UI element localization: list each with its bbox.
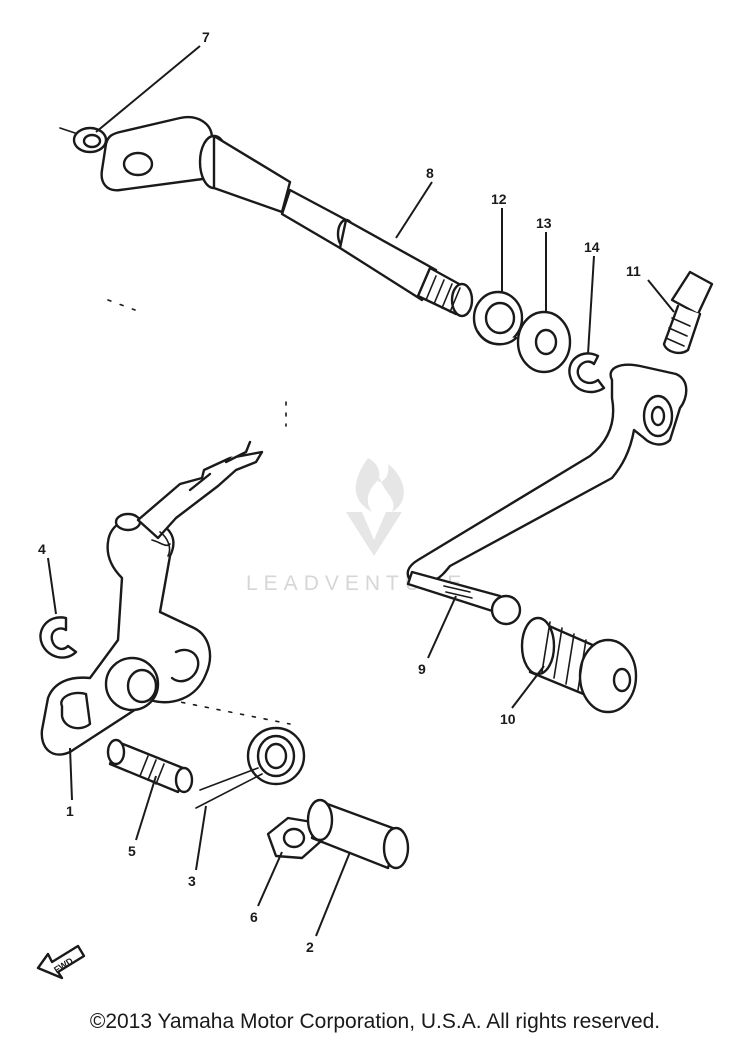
leader-6 <box>257 851 283 907</box>
part-shift-arm <box>40 512 212 756</box>
leader-11 <box>647 279 675 313</box>
part-shift-fork-arm <box>136 440 264 557</box>
part-bolt <box>662 270 714 355</box>
part-shaft-bolt <box>106 738 194 794</box>
part-pin-2 <box>306 798 410 870</box>
leader-2 <box>315 851 351 937</box>
part-oil-seal <box>472 290 524 346</box>
leader-5 <box>135 775 157 841</box>
leader-3 <box>195 805 207 871</box>
callout-11: 11 <box>626 263 641 279</box>
leader-9 <box>427 595 457 659</box>
callout-5: 5 <box>128 843 136 859</box>
leader-7 <box>95 45 201 133</box>
leader-1 <box>69 747 73 801</box>
part-circlip-lower <box>39 616 78 659</box>
part-return-spring <box>195 726 306 809</box>
callout-4: 4 <box>38 541 46 557</box>
part-collar <box>72 126 108 154</box>
part-washer <box>516 310 572 374</box>
part-shift-pedal <box>406 363 688 626</box>
leader-14 <box>587 255 595 355</box>
callout-2: 2 <box>306 939 314 955</box>
watermark-text: LEADVENTURE <box>246 572 467 595</box>
exploded-parts-diagram: LEADVENTURE <box>36 29 714 980</box>
callout-6: 6 <box>250 909 258 925</box>
copyright-notice: ©2013 Yamaha Motor Corporation, U.S.A. A… <box>89 1010 661 1033</box>
callout-9: 9 <box>418 661 426 677</box>
part-circlip-upper <box>568 352 606 394</box>
callout-8: 8 <box>426 165 434 181</box>
leader-10 <box>511 665 545 709</box>
part-nut <box>266 816 322 860</box>
watermark: LEADVENTURE <box>246 458 467 595</box>
leader-8 <box>395 181 433 239</box>
callout-1: 1 <box>66 803 74 819</box>
callout-10: 10 <box>500 711 516 727</box>
part-pin-9 <box>443 585 473 599</box>
leader-4 <box>47 557 57 615</box>
callout-7: 7 <box>202 29 210 45</box>
callout-14: 14 <box>584 239 600 255</box>
alignment-lines <box>59 127 291 725</box>
forward-arrow-icon: FWD <box>36 944 86 980</box>
part-number-labels: 7 8 12 13 14 11 4 1 5 3 6 2 9 10 <box>38 29 641 955</box>
part-shift-shaft <box>100 115 474 318</box>
callout-12: 12 <box>491 191 507 207</box>
part-rubber-footrest <box>520 616 638 714</box>
callout-13: 13 <box>536 215 552 231</box>
callout-3: 3 <box>188 873 196 889</box>
leader-lines <box>47 45 675 937</box>
